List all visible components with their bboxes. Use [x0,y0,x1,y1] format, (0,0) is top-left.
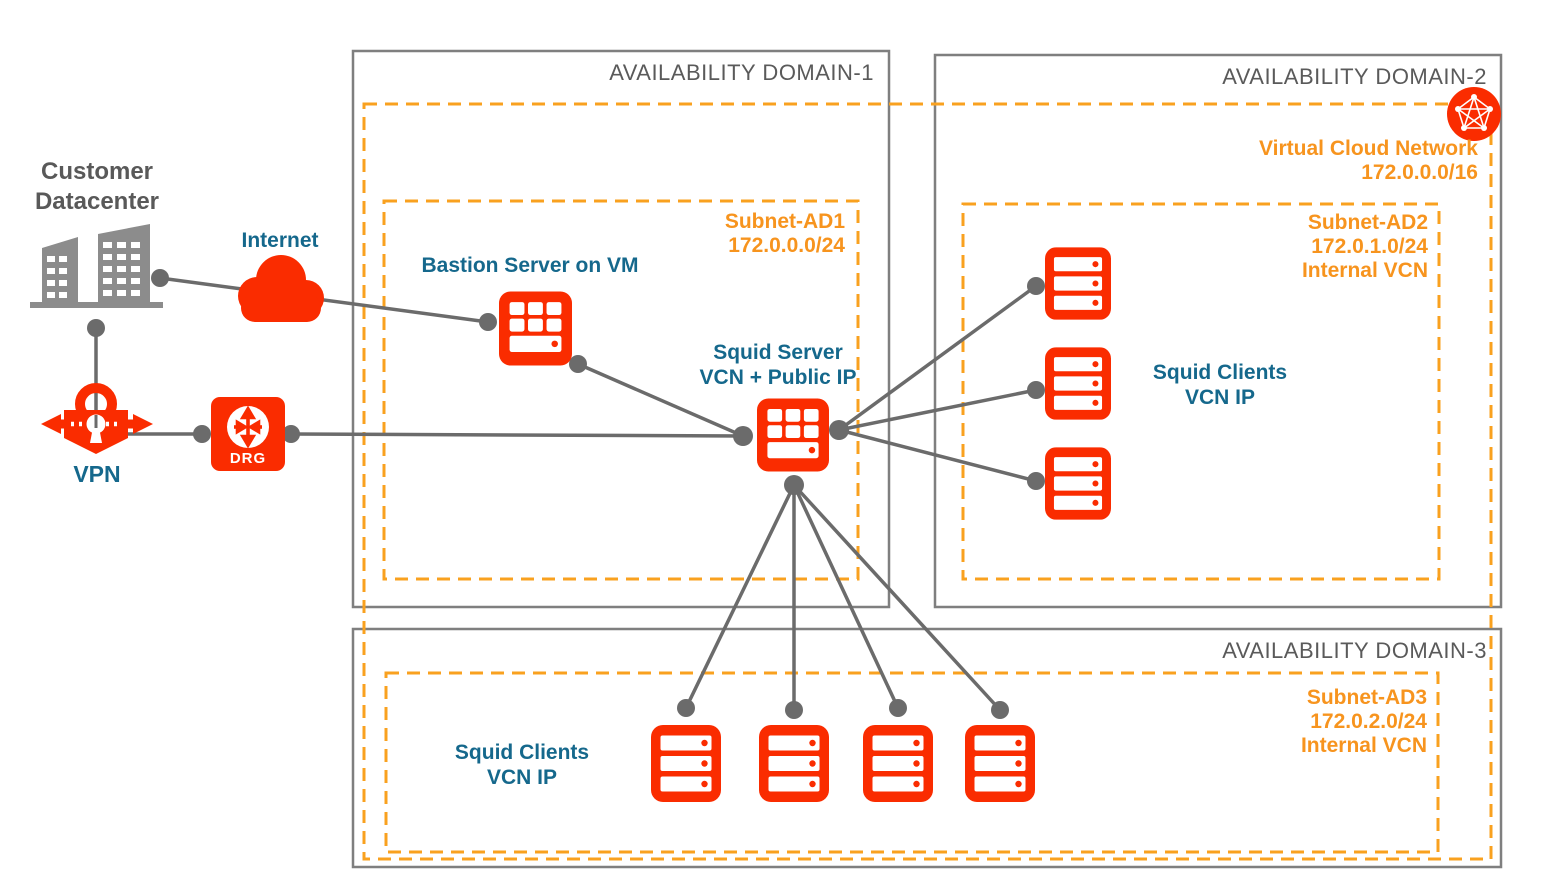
bastion-server-label: Bastion Server on VM [421,254,639,277]
subnet-ad2-label: Subnet-AD2 172.0.1.0/24 Internal VCN [1301,211,1428,282]
ad3-squid-clients-label: Squid Clients VCN IP [454,741,590,789]
squid-server-vm-icon [757,396,829,474]
ad3-title: AVAILABILITY DOMAIN-3 [1222,638,1487,663]
ad3-server-icon-3 [863,725,933,802]
ad2-squid-clients-label: Squid Clients VCN IP [1152,361,1288,409]
connector-dots [87,269,1045,719]
internet-cloud-icon [238,255,324,322]
ad3-server-icon-4 [965,725,1035,802]
subnet-ad3-label: Subnet-AD3 172.0.2.0/24 Internal VCN [1300,686,1427,757]
squid-server-label: Squid Server VCN + Public IP [699,341,857,389]
connector-lines [94,276,1038,712]
vpn-lock-icon [41,383,153,454]
internet-label: Internet [241,229,319,252]
vcn-label: Virtual Cloud Network 172.0.0.0/16 [1259,137,1478,184]
ad2-title: AVAILABILITY DOMAIN-2 [1222,64,1487,89]
ad1-title: AVAILABILITY DOMAIN-1 [609,60,874,85]
customer-datacenter-label: Customer Datacenter [34,158,160,215]
vcn-icon [1447,87,1501,141]
drg-icon: DRG [211,397,285,471]
bastion-vm-icon [499,290,572,367]
drg-label: DRG [230,450,266,467]
subnet-ad2-dashed-border [961,202,1441,581]
subnet-ad3-dashed-border [384,671,1440,854]
customer-datacenter-icon [30,224,163,308]
vcn-dashed-border [362,102,1493,861]
subnet-ad1-label: Subnet-AD1 172.0.0.0/24 [724,210,845,257]
ad2-box [933,53,1503,609]
ad2-server-icon-3 [1045,445,1111,522]
subnet-ad1-dashed-border [382,199,860,581]
ad1-box [351,49,891,609]
ad3-server-icon-2 [759,725,829,802]
vpn-label: VPN [73,461,121,487]
ad3-server-icon-1 [651,725,721,802]
ad2-server-icon-1 [1045,245,1111,322]
